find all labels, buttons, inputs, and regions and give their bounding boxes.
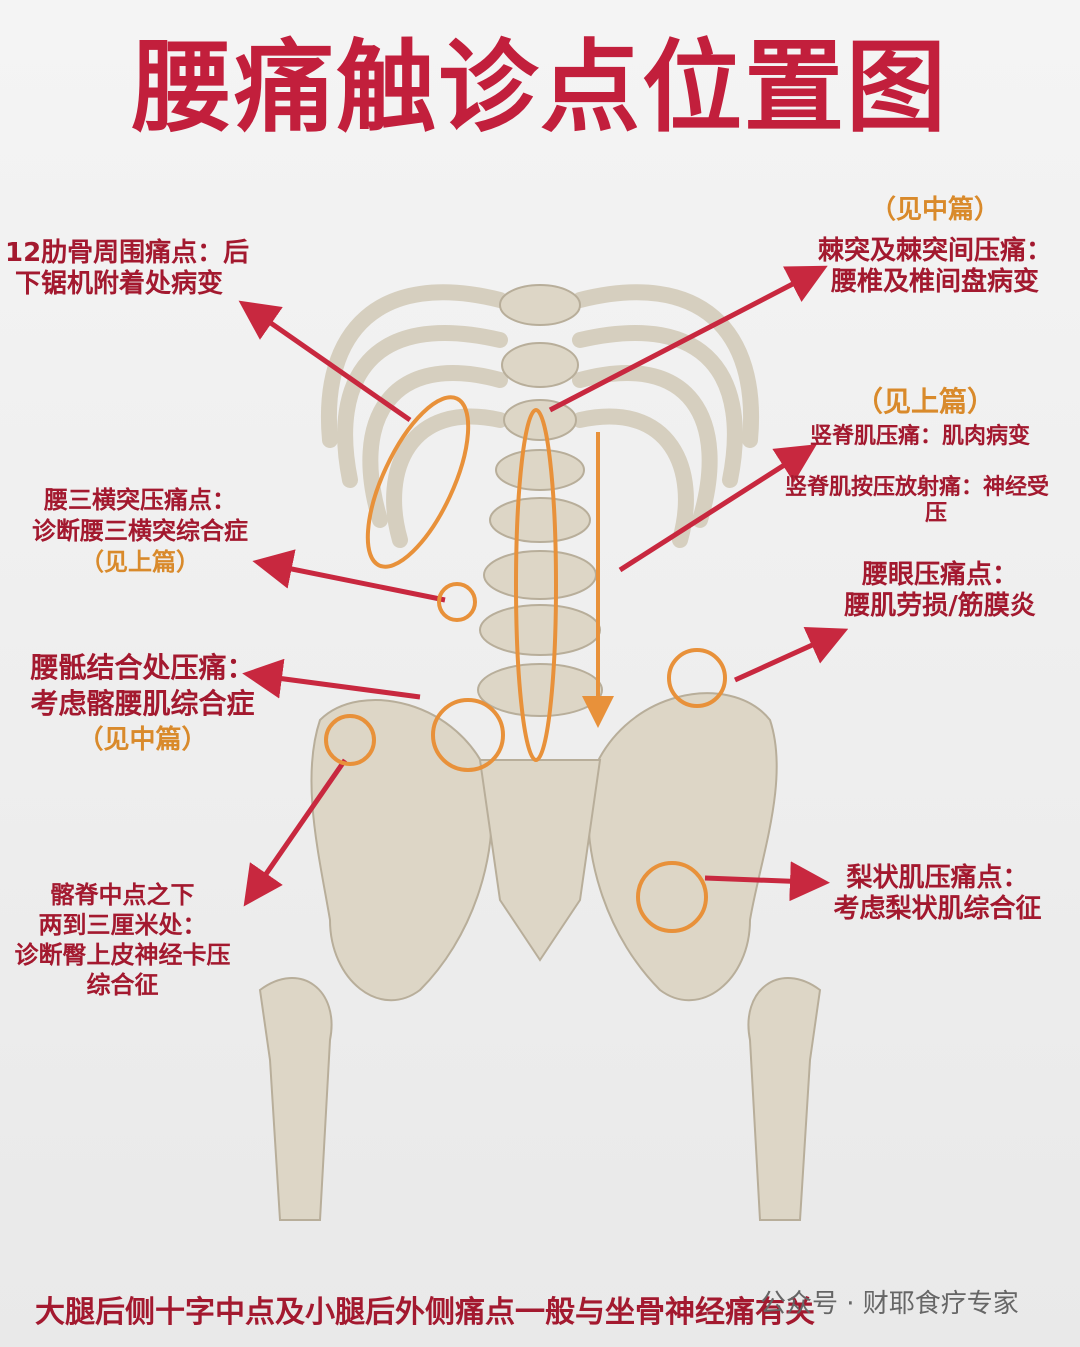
palpation-markers	[324, 395, 727, 933]
label-note: （见中篇）	[77, 725, 208, 755]
label-line: 腰椎及椎间盘病变	[830, 267, 1039, 297]
label-line: 髂脊中点之下	[50, 881, 195, 909]
label-note: （见上篇）	[80, 548, 200, 576]
spinous-label: （见中篇） 棘突及棘突间压痛：腰椎及椎间盘病变	[815, 195, 1055, 298]
label-line: 综合征	[86, 971, 159, 999]
label-line: 棘突及棘突间压痛：	[817, 236, 1052, 266]
label-line: 腰三横突压痛点：	[44, 486, 236, 514]
label-line: 竖脊肌按压放射痛：神经受	[785, 475, 1050, 500]
lumbosacral-label: 腰骶结合处压痛：考虑髂腰肌综合症 （见中篇）	[0, 650, 285, 758]
label-note: （见中篇）	[869, 195, 1000, 225]
footer-note: 大腿后侧十字中点及小腿后外侧痛点一般与坐骨神经痛有关	[35, 1295, 815, 1330]
label-line: 竖脊肌压痛：肌肉病变	[810, 424, 1031, 449]
erector-label: （见上篇） 竖脊肌压痛：肌肉病变竖脊肌按压放射痛：神经受压	[785, 385, 1049, 526]
label-line: 梨状肌压痛点：	[846, 863, 1029, 893]
rib-label: 12肋骨周围痛点：后下锯机附着处病变	[5, 238, 249, 300]
label-line: 诊断腰三横突综合症	[32, 517, 248, 545]
label-line: 诊断臀上皮神经卡压	[14, 941, 231, 969]
piriformis-label: 梨状肌压痛点：考虑梨状肌综合征	[805, 863, 1070, 925]
watermark: 公众号 · 财耶食疗专家	[760, 1289, 1019, 1319]
l3-label: 腰三横突压痛点： 诊断腰三横突综合症 （见上篇）	[5, 485, 275, 578]
label-line: 腰眼压痛点：	[861, 560, 1018, 590]
label-note: （见上篇）	[855, 385, 996, 418]
page-title: 腰痛触诊点位置图	[132, 29, 948, 146]
label-line: 腰肌劳损/筋膜炎	[844, 591, 1036, 621]
waist-eye-label: 腰眼压痛点：腰肌劳损/筋膜炎	[815, 560, 1065, 622]
label-line: 压	[925, 501, 948, 526]
label-line: 腰骶结合处压痛：	[30, 651, 255, 684]
label-line: 下锯机附着处病变	[15, 269, 224, 299]
label-line: 考虑髂腰肌综合症	[30, 687, 255, 720]
label-line: 12肋骨周围痛点：后	[5, 238, 250, 268]
label-line: 考虑梨状肌综合征	[833, 894, 1042, 924]
label-line: 两到三厘米处：	[38, 911, 207, 939]
iliac-label: 髂脊中点之下两到三厘米处：诊断臀上皮神经卡压综合征	[0, 880, 245, 1000]
pelvis	[258, 692, 822, 1221]
spine	[477, 284, 603, 717]
arrows	[238, 265, 849, 907]
